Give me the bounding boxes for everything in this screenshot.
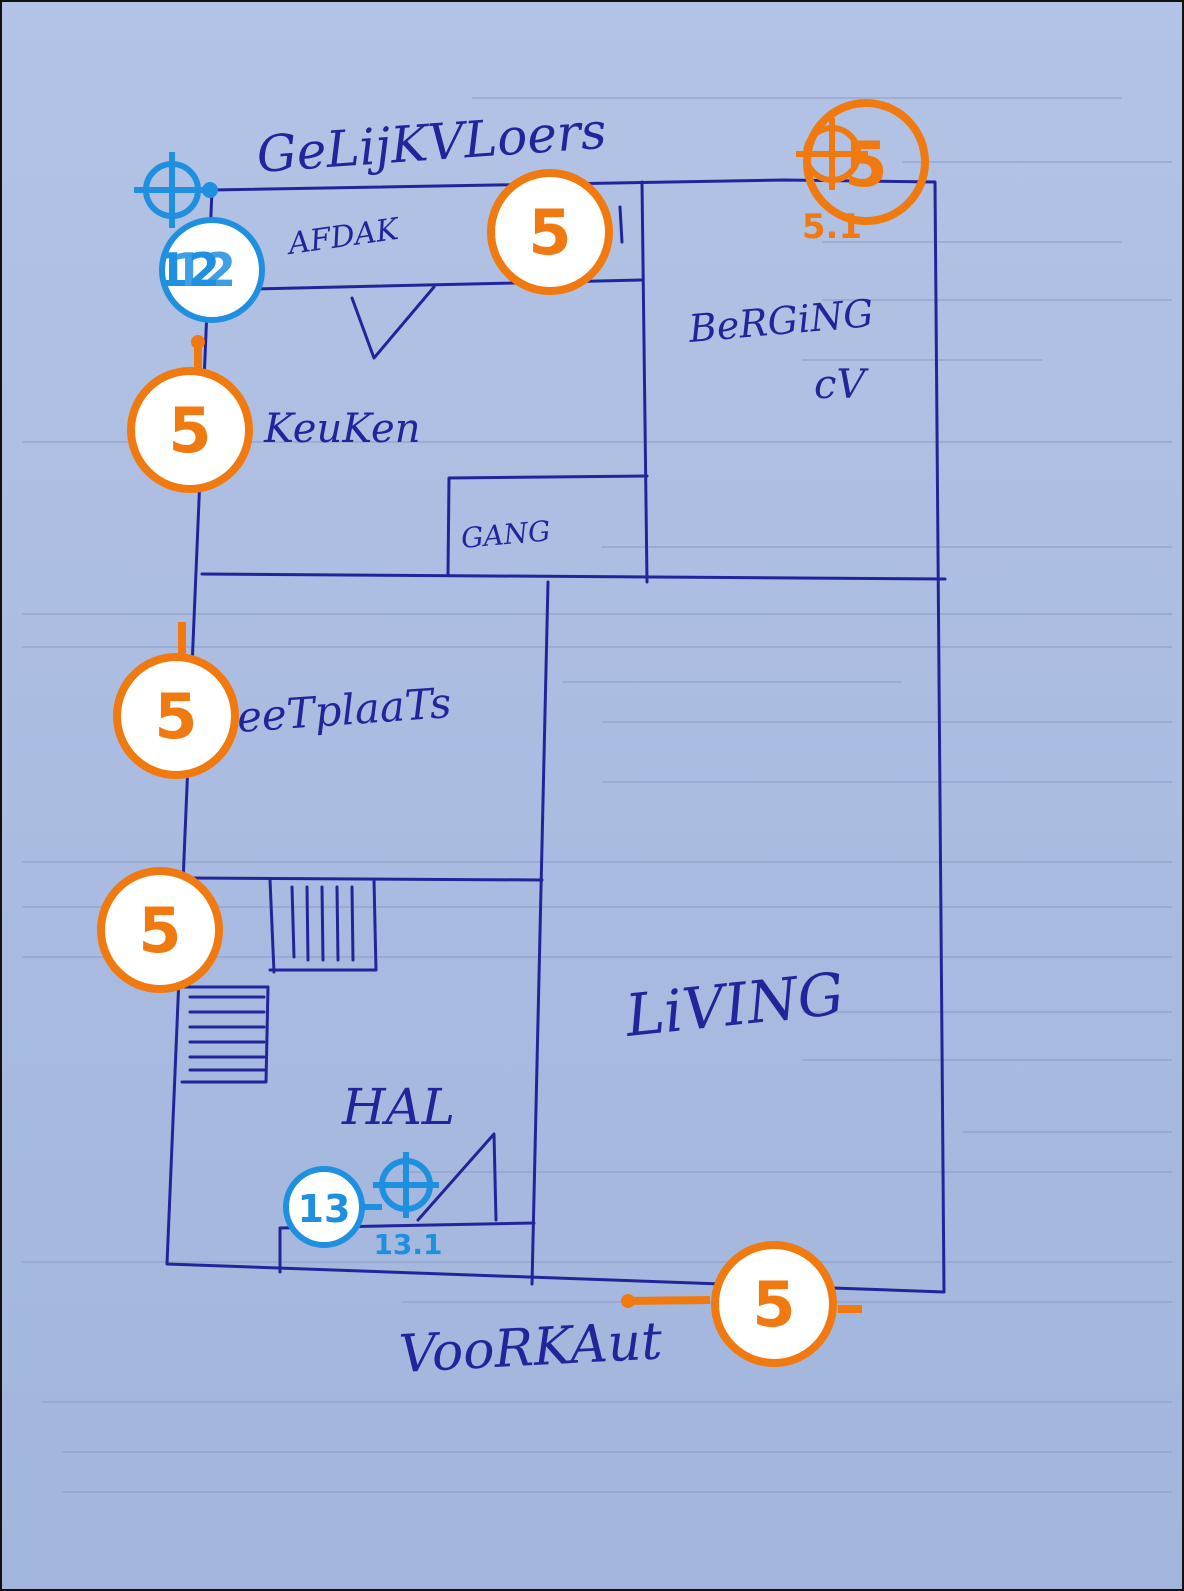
kitchen-bottom-wall <box>200 572 947 581</box>
room-label-afdak: AFDAK <box>283 212 402 263</box>
marker-blue-13[interactable]: 13 13.1 <box>283 1152 443 1261</box>
hal-door-swing <box>416 1132 498 1222</box>
marker-blue-12-label: 12 <box>156 243 220 297</box>
marker-blue-13-sublabel: 13.1 <box>373 1228 442 1261</box>
gang-box <box>446 474 649 576</box>
living-left-wall <box>530 580 550 1286</box>
berging-left-wall <box>640 180 649 584</box>
marker-orange-afdak-label: 5 <box>528 196 571 269</box>
marker-orange-stairs[interactable]: 5 <box>97 867 223 993</box>
room-label-berging-sub: cV <box>814 362 869 408</box>
crosshair-orange-icon <box>796 118 868 190</box>
marker-orange-corner-sublabel: 5.1 <box>802 207 862 247</box>
hal-toilet <box>278 1221 536 1274</box>
marker-orange-front-label: 5 <box>752 1268 795 1341</box>
marker-blue-12[interactable]: 12 12 <box>134 152 265 323</box>
marker-orange-eetplaats[interactable]: 5 <box>113 622 239 779</box>
room-label-keuken: KeuKen <box>263 406 420 452</box>
outer-wall <box>165 178 946 1294</box>
crosshair-blue-13-icon <box>373 1152 439 1218</box>
room-label-gang: GANG <box>460 514 552 555</box>
stair-upper-treads <box>290 885 355 962</box>
marker-orange-keuken[interactable]: 5 <box>127 335 253 493</box>
eetplaats-bottom-wall <box>186 876 544 882</box>
marker-orange-afdak[interactable]: 5 <box>487 169 613 295</box>
marker-orange-keuken-label: 5 <box>168 394 211 467</box>
room-label-berging: BeRGiNG <box>686 291 875 351</box>
marker-orange-corner-label: 5 <box>844 128 887 201</box>
stair-upper <box>268 878 378 974</box>
crosshair-blue-icon <box>134 152 218 228</box>
plan-walls <box>165 178 947 1294</box>
bottom-label: VooRKAut <box>398 1311 664 1385</box>
marker-orange-corner[interactable]: 5 5.1 <box>796 99 929 247</box>
room-label-eetplaats: eeTplaaTs <box>235 678 453 742</box>
marker-orange-stairs-label: 5 <box>138 894 181 967</box>
marker-blue-13-label: 13 <box>298 1187 351 1231</box>
marker-orange-eetplaats-label: 5 <box>154 680 197 753</box>
marker-orange-front[interactable]: 5 <box>621 1241 862 1367</box>
stair-lower-treads <box>188 995 266 1072</box>
room-label-living: LiVING <box>621 959 847 1050</box>
marker-blue-12-overlap: 12 <box>172 243 236 297</box>
stair-lower <box>180 985 270 1084</box>
room-label-hal: HAL <box>341 1078 455 1136</box>
kitchen-v-mark <box>350 285 436 360</box>
afdak-post <box>618 205 624 244</box>
